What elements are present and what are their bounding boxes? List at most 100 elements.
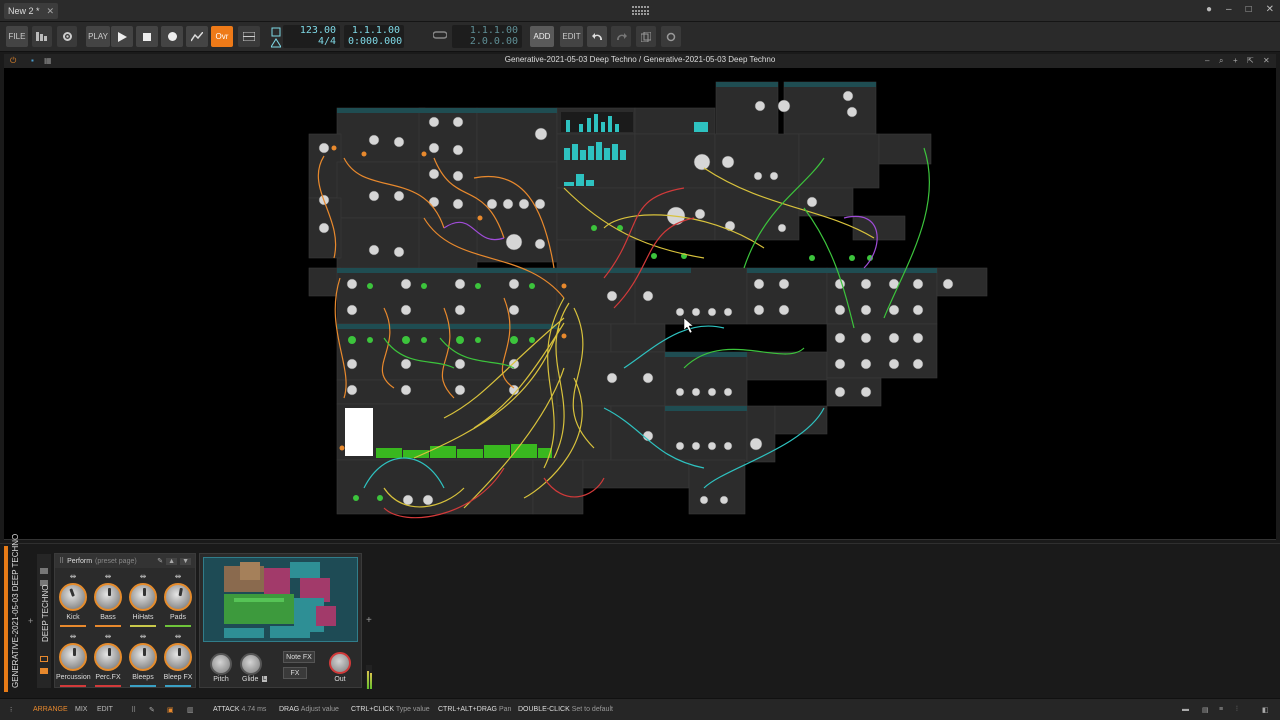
output-knob[interactable]	[329, 652, 351, 674]
page-menu-icon[interactable]: ⠿	[59, 558, 65, 565]
panel-toggle-icon[interactable]: ▣	[167, 707, 174, 714]
project-tab[interactable]: New 2 * ✕	[4, 3, 58, 19]
add-button[interactable]: ADD	[530, 26, 554, 47]
page-down-icon[interactable]: ▼	[180, 557, 191, 565]
patch-overview-thumbnail[interactable]	[203, 557, 358, 642]
macro-kick[interactable]: ⇹ Kick	[56, 569, 90, 627]
macro-icon[interactable]	[40, 668, 48, 674]
tab-mix[interactable]: MIX	[75, 706, 88, 713]
dashboard-icon[interactable]	[32, 26, 52, 47]
macro-knob[interactable]	[59, 583, 87, 611]
close-tab-icon[interactable]: ✕	[46, 5, 54, 16]
clip-view-icon[interactable]: ▥	[187, 707, 194, 714]
time-signature[interactable]: 4/4	[317, 36, 336, 47]
macro-arrows-icon: ⇹	[104, 572, 112, 581]
info-icon[interactable]: ⁝	[10, 707, 13, 714]
macro-knob[interactable]	[129, 643, 157, 671]
popout-icon[interactable]: ⇱	[1247, 56, 1254, 65]
file-menu-button[interactable]: FILE	[6, 26, 28, 47]
level-meter	[366, 665, 372, 689]
play-icon[interactable]	[111, 26, 133, 47]
macro-bleepfx[interactable]: ⇹ Bleep FX	[161, 629, 195, 687]
position-display[interactable]: 1.1.1.00 0:000.000	[344, 25, 404, 48]
groove-icon[interactable]	[270, 38, 282, 48]
grid-view-icon[interactable]: ▦	[44, 56, 52, 65]
glide-mode-badge[interactable]: L	[262, 676, 268, 682]
panel-right-icon[interactable]: ◧	[1262, 707, 1269, 714]
macro-bleeps[interactable]: ⇹ Bleeps	[126, 629, 160, 687]
tab-arrange[interactable]: ARRANGE	[33, 706, 68, 713]
hint-ctrl-alt-drag: CTRL+ALT+DRAG Pan	[438, 706, 511, 713]
automation-write-icon[interactable]	[186, 26, 208, 47]
lock-icon[interactable]: ▪	[31, 56, 34, 65]
add-layer-icon[interactable]: +	[28, 616, 34, 626]
add-device-icon[interactable]: +	[366, 615, 372, 626]
macro-hihats[interactable]: ⇹ HiHats	[126, 569, 160, 627]
preset-page-header[interactable]: ⠿ Perform (preset page) ✎ ▲ ▼	[55, 554, 195, 568]
close-panel-icon[interactable]: ✕	[1263, 56, 1270, 65]
settings-gear-icon[interactable]	[57, 26, 77, 47]
preset-page-name[interactable]: Perform	[67, 557, 93, 565]
undo-icon[interactable]	[587, 26, 607, 47]
macro-color-bar	[60, 685, 86, 687]
stop-icon[interactable]	[136, 26, 158, 47]
record-icon[interactable]	[161, 26, 183, 47]
add-panel-icon[interactable]: +	[1233, 56, 1238, 65]
minimize-icon[interactable]: –	[1226, 4, 1232, 15]
remote-controls-panel: ⠿ Perform (preset page) ✎ ▲ ▼ ⇹ Kick ⇹ B…	[54, 553, 196, 688]
redo-icon[interactable]	[611, 26, 631, 47]
macro-percfx[interactable]: ⇹ Perc.FX	[91, 629, 125, 687]
browser-icon[interactable]: ▬	[1182, 706, 1189, 713]
macro-knob[interactable]	[164, 643, 192, 671]
grid-tool-icon[interactable]: ⠿	[131, 707, 137, 714]
loop-icon[interactable]	[432, 30, 448, 43]
modulators-icon[interactable]	[40, 580, 48, 586]
copy-icon[interactable]	[636, 26, 656, 47]
macro-bass[interactable]: ⇹ Bass	[91, 569, 125, 627]
transport-toolbar: FILE PLAY Ovr 123.00 4/4 1.1.1.00 0:000.…	[0, 22, 1280, 52]
macro-knob[interactable]	[94, 643, 122, 671]
zoom-icon[interactable]: ⌕	[1219, 56, 1224, 65]
loop-start[interactable]: 1.1.1.00	[469, 25, 518, 36]
edit-button[interactable]: EDIT	[560, 26, 583, 47]
tempo-display[interactable]: 123.00 4/4	[283, 25, 340, 48]
maximize-icon[interactable]: □	[1245, 4, 1252, 15]
meter-icon[interactable]: ⫶	[1236, 706, 1238, 713]
inspector-icon[interactable]: ▤	[1202, 707, 1209, 714]
close-window-icon[interactable]: ✕	[1265, 4, 1274, 15]
macro-percussion[interactable]: ⇹ Percussion	[56, 629, 91, 687]
macro-label: Perc.FX	[95, 674, 121, 681]
metronome-icon[interactable]	[271, 27, 281, 37]
fx-button[interactable]: FX	[283, 667, 307, 679]
power-icon[interactable]: ⏻	[10, 56, 17, 65]
note-fx-button[interactable]: Note FX	[283, 651, 315, 663]
expand-icon[interactable]	[40, 568, 48, 574]
macro-knob[interactable]	[59, 643, 87, 671]
modular-grid-canvas[interactable]	[4, 68, 1276, 540]
position-bars[interactable]: 1.1.1.00	[351, 25, 400, 36]
macro-knob[interactable]	[164, 583, 192, 611]
layer-icon[interactable]	[40, 656, 48, 662]
tab-edit[interactable]: EDIT	[97, 706, 113, 713]
macro-knob[interactable]	[94, 583, 122, 611]
mapping-icon[interactable]: ✎	[157, 558, 164, 565]
macro-color-bar	[165, 685, 191, 687]
glide-knob[interactable]	[240, 653, 262, 675]
macro-arrows-icon: ⇹	[174, 572, 182, 581]
pitch-knob[interactable]	[210, 653, 232, 675]
mixer-icon[interactable]: ≡	[1219, 706, 1224, 713]
preferences-icon[interactable]	[661, 26, 681, 47]
play-mode-button[interactable]: PLAY	[86, 26, 110, 47]
hint-key: ATTACK	[213, 706, 240, 713]
macro-pads[interactable]: ⇹ Pads	[161, 569, 195, 627]
tempo-value[interactable]: 123.00	[299, 25, 336, 36]
pencil-tool-icon[interactable]: ✎	[149, 707, 155, 714]
page-up-icon[interactable]: ▲	[166, 557, 178, 565]
loop-length[interactable]: 2.0.0.00	[469, 36, 518, 47]
overdub-button[interactable]: Ovr	[211, 26, 233, 47]
minimize-panel-icon[interactable]: –	[1205, 56, 1210, 65]
clip-launcher-icon[interactable]	[238, 26, 260, 47]
macro-knob[interactable]	[129, 583, 157, 611]
loop-range-display[interactable]: 1.1.1.00 2.0.0.00	[452, 25, 522, 48]
position-time[interactable]: 0:000.000	[348, 36, 403, 47]
